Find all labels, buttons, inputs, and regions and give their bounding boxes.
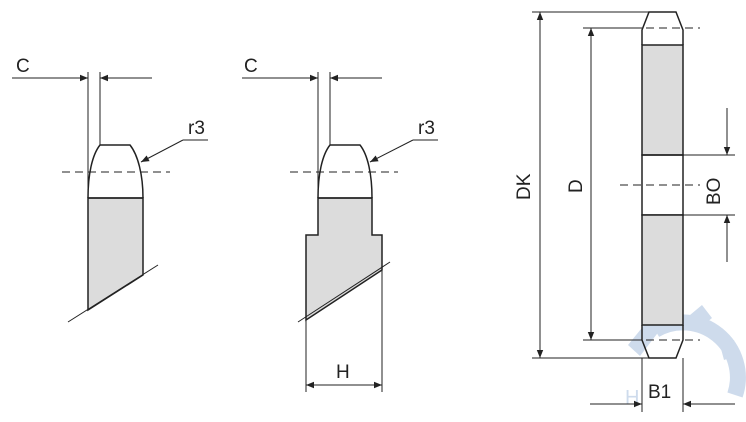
tooth-profile-left (12, 72, 208, 323)
dimension-c-middle: C (244, 56, 258, 77)
dimension-b1: B1 (648, 382, 671, 403)
dimension-h: H (336, 362, 350, 383)
dimension-bo: BO (704, 178, 725, 205)
dimension-dk: DK (514, 173, 535, 200)
watermark-letters: H (625, 387, 639, 409)
dimension-c-left: C (16, 56, 30, 77)
tooth-profile-middle (242, 72, 438, 392)
dimension-d: D (566, 179, 587, 193)
sprocket-side-view (532, 11, 735, 412)
radius-r3-left: r3 (188, 118, 205, 139)
radius-r3-middle: r3 (418, 118, 435, 139)
